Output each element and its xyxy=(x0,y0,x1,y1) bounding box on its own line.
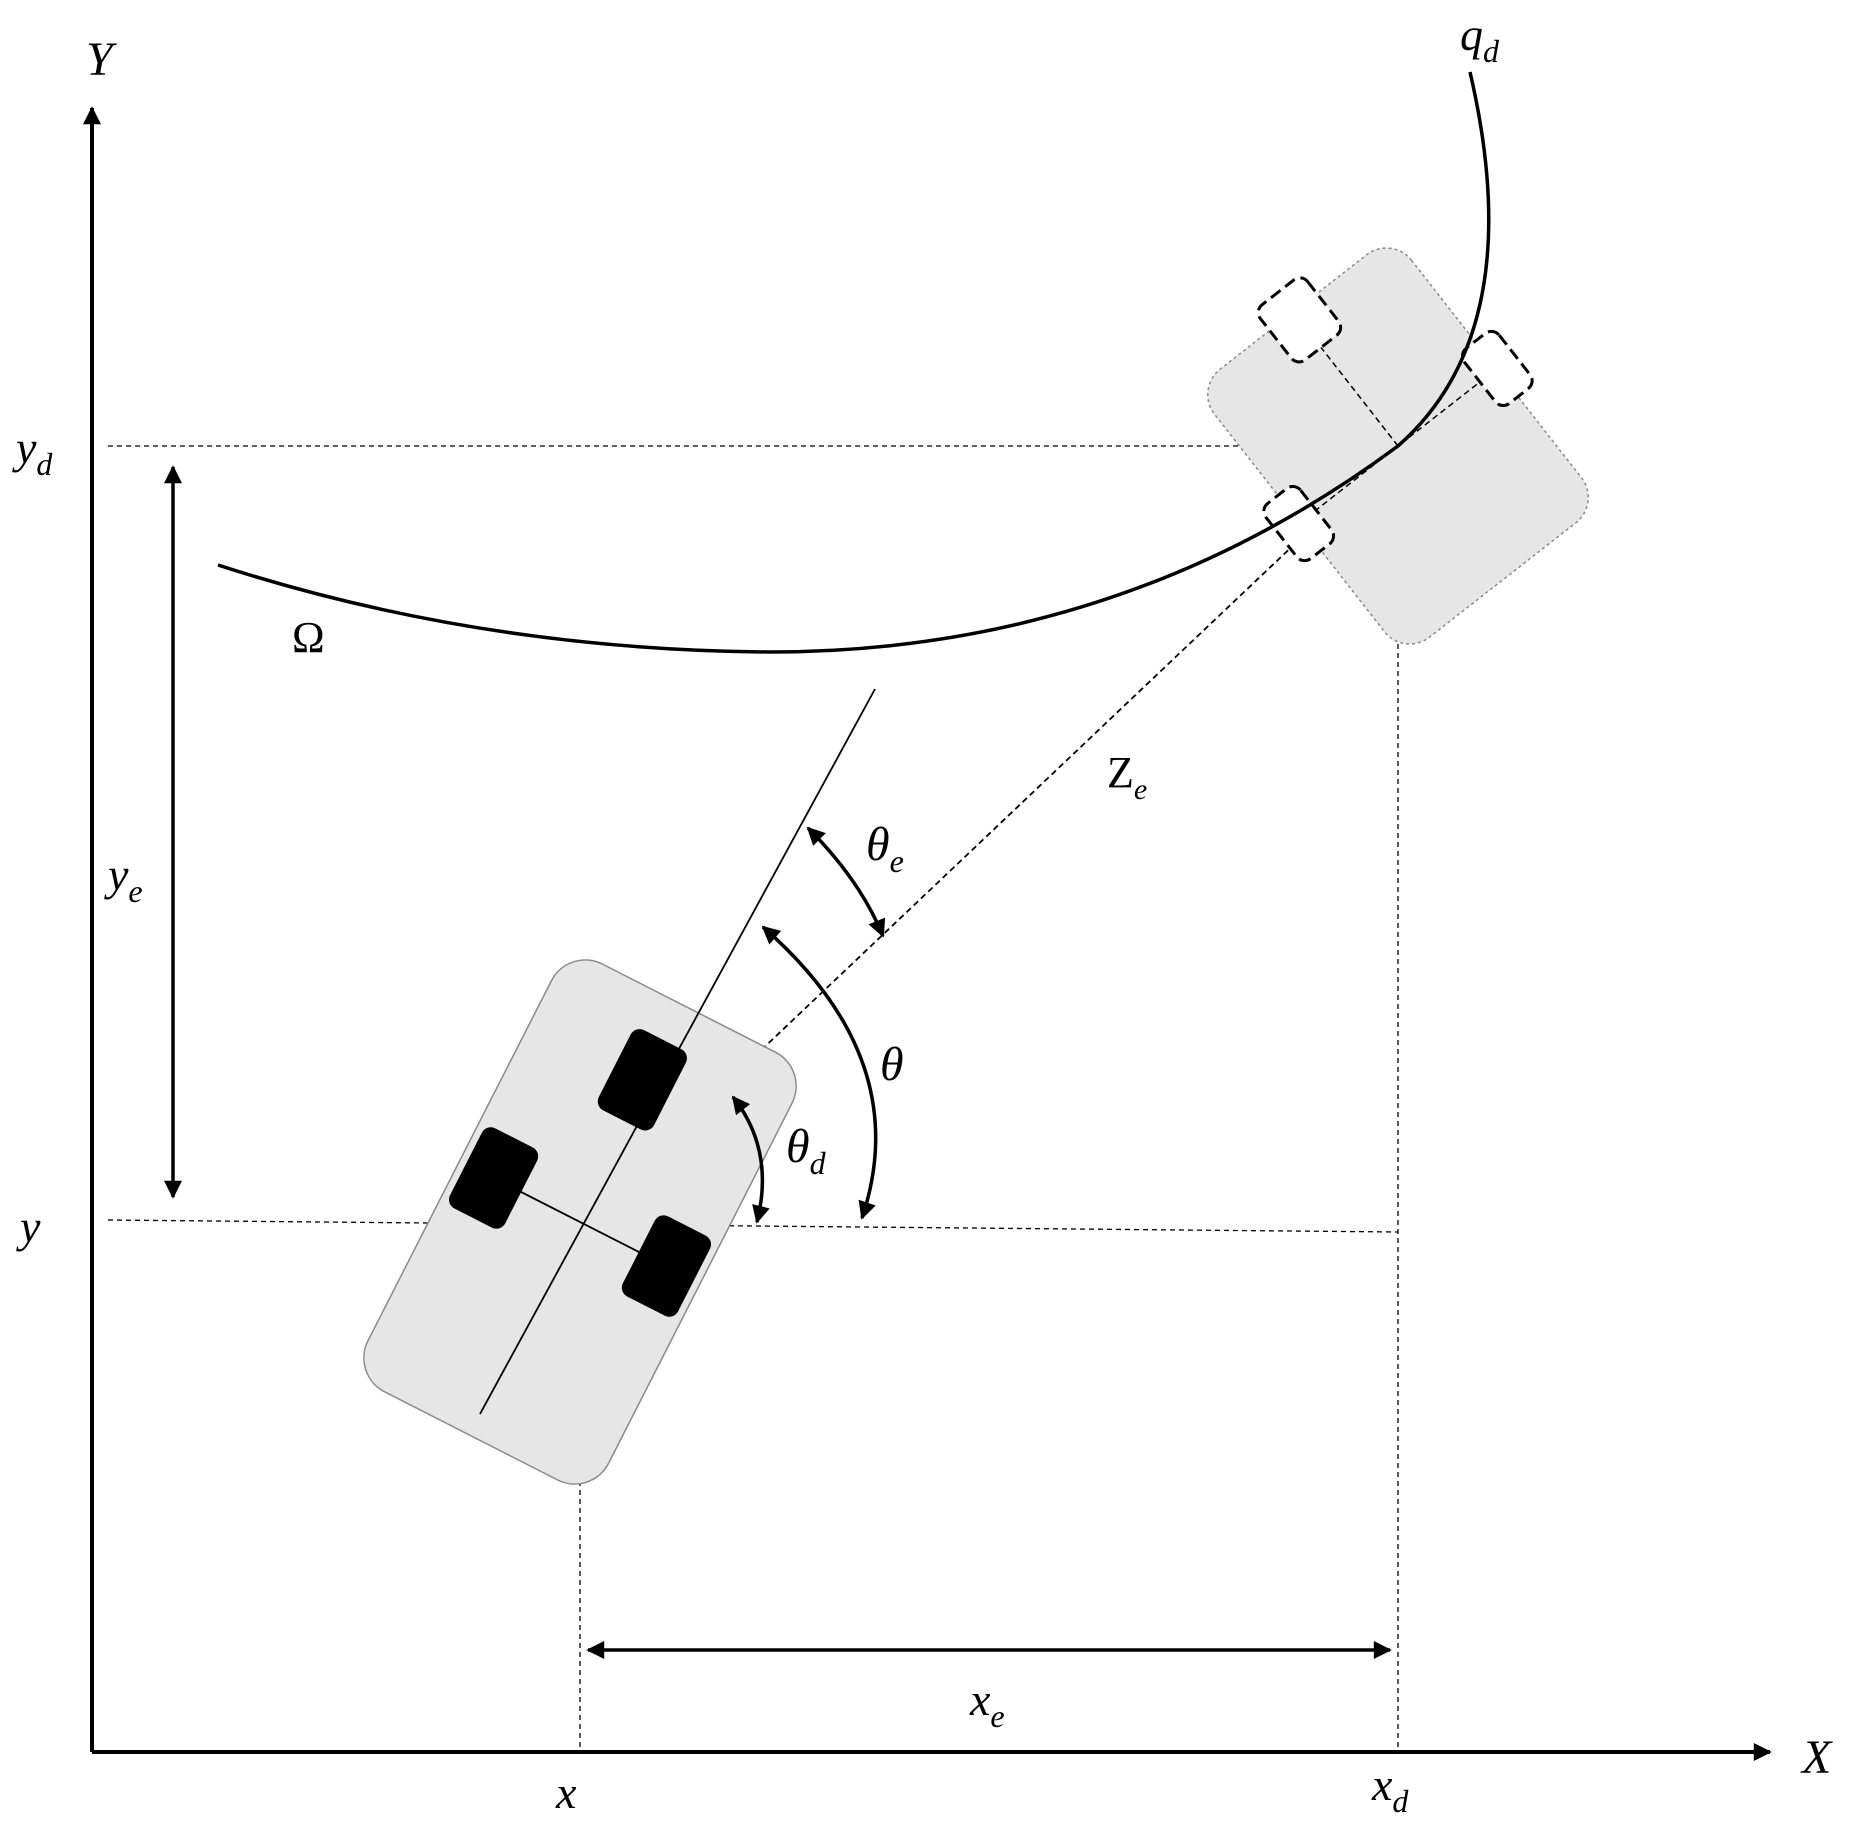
labels: Y X qd Ω yd y x xd xe ye Ze θ θe θd xyxy=(12,9,1833,1819)
y-d-label: yd xyxy=(12,422,53,482)
actual-wheel-rear-left xyxy=(448,1127,539,1229)
actual-wheel-front-left xyxy=(597,1029,687,1131)
desired-wheel-bottom xyxy=(1262,484,1336,563)
x-d-label: xd xyxy=(1371,1759,1409,1819)
y-label: y xyxy=(16,1201,41,1252)
desired-wheel-top xyxy=(1460,329,1534,408)
q-d-label: qd xyxy=(1460,9,1500,69)
reference-path xyxy=(217,71,1491,654)
guide-lines xyxy=(107,445,1399,1752)
desired-wheel-front xyxy=(1256,276,1343,364)
vehicle-heading-line xyxy=(479,688,876,1415)
axes xyxy=(83,106,1772,1761)
angle-arcs xyxy=(731,826,886,1224)
error-vector-z-e xyxy=(579,445,1399,1223)
dimension-arrows xyxy=(164,465,1392,1659)
y-axis-label: Y xyxy=(86,33,117,86)
path-omega xyxy=(217,444,1400,654)
theta-arc xyxy=(761,925,878,1220)
path-q-d xyxy=(1396,71,1491,448)
theta-d-label: θd xyxy=(786,1120,827,1181)
theta-e-label: θe xyxy=(866,818,904,879)
y-e-label: ye xyxy=(104,849,143,909)
x-axis-label: X xyxy=(1800,1731,1833,1784)
x-e-label: xe xyxy=(969,1674,1005,1734)
guide-y xyxy=(107,1219,1399,1233)
desired-vehicle xyxy=(1207,247,1589,645)
x-label: x xyxy=(555,1767,577,1818)
actual-vehicle xyxy=(363,688,876,1485)
theta-label: θ xyxy=(880,1038,904,1091)
omega-label: Ω xyxy=(292,613,325,662)
actual-wheel-rear-right xyxy=(621,1215,712,1317)
theta-d-arc xyxy=(731,1095,770,1224)
theta-e-arc xyxy=(806,826,886,938)
z-e-label: Ze xyxy=(1107,748,1147,806)
